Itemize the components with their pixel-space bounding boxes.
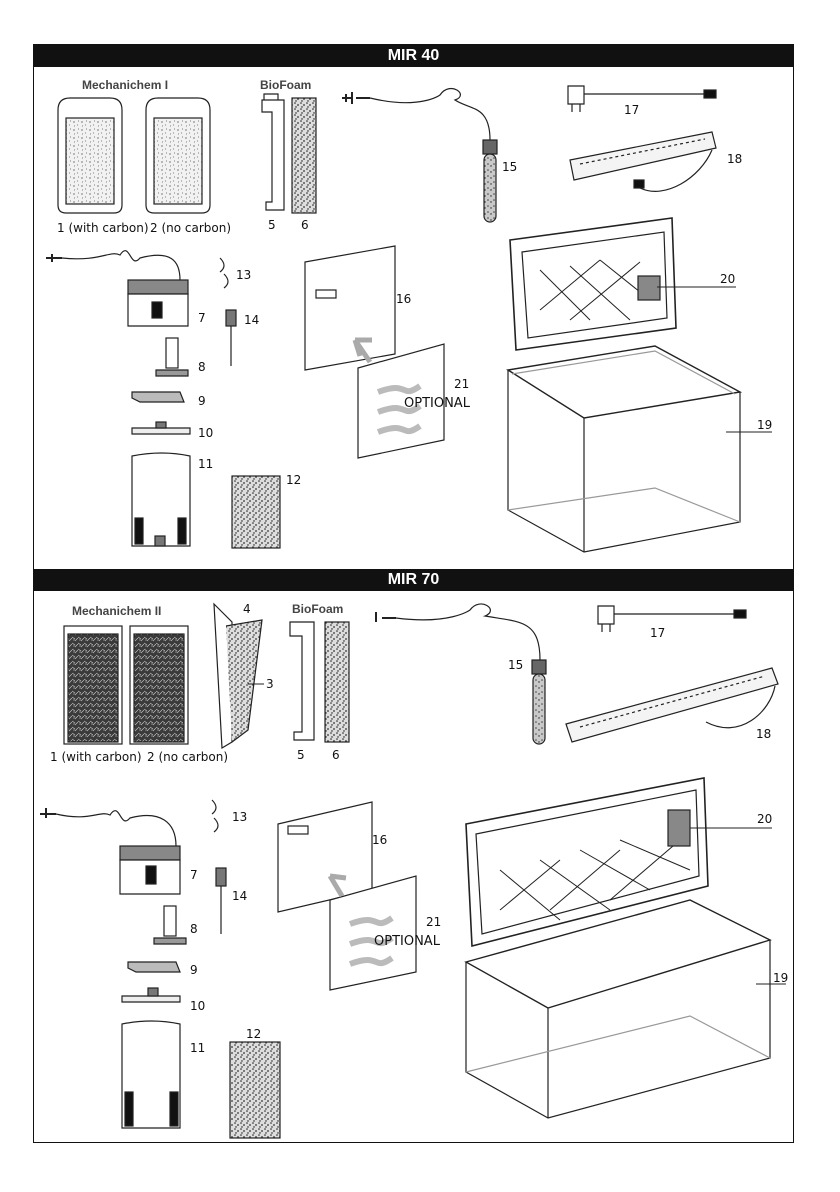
impeller-cover-mir70 [128, 962, 180, 972]
foam-pad [232, 476, 280, 548]
pump [46, 251, 188, 326]
power-adapter [568, 86, 716, 112]
biofoam-sponge-mir70 [325, 622, 349, 742]
callout-15-mir70: 15 [508, 658, 523, 672]
callout-8: 8 [198, 360, 206, 374]
filter-lid-mir70 [122, 988, 180, 1002]
led-lamp-mir70 [566, 668, 778, 742]
aquarium-lid [510, 218, 676, 350]
mechanichem-cartridge-1-mir70 [64, 626, 122, 744]
biofoam-sponge [292, 98, 316, 213]
optional-label: OPTIONAL [404, 396, 470, 411]
callout-8-mir70: 8 [190, 922, 198, 936]
hose-connector [226, 310, 236, 366]
impeller-cover [132, 392, 184, 402]
heater [342, 89, 497, 222]
callout-9-mir70: 9 [190, 963, 198, 977]
callout-13-mir70: 13 [232, 810, 247, 824]
mechanichem-header: Mechanichem I [82, 78, 168, 92]
biofoam-header-mir70: BioFoam [292, 602, 343, 616]
filter-chamber [132, 453, 190, 546]
callout-19: 19 [757, 418, 772, 432]
filter-chamber-mir70 [122, 1021, 180, 1128]
callout-15: 15 [502, 160, 517, 174]
cartridge-1-label-mir70: 1 (with carbon) [50, 750, 142, 764]
callout-9: 9 [198, 394, 206, 408]
callout-17-mir70: 17 [650, 626, 665, 640]
mechanichem-header-mir70: Mechanichem II [72, 604, 161, 618]
heater-mir70 [376, 604, 546, 744]
pump-mir70 [40, 808, 180, 894]
callout-5: 5 [268, 218, 276, 232]
cartridge-2-label: 2 (no carbon) [150, 221, 231, 235]
biofoam-holder-mir70 [290, 622, 314, 740]
callout-19-mir70: 19 [773, 971, 788, 985]
mechanichem-cartridge-1 [58, 98, 122, 213]
callout-11-mir70: 11 [190, 1041, 205, 1055]
led-lamp [570, 132, 716, 191]
mir70-parts [40, 604, 786, 1138]
cartridge-1-label: 1 (with carbon) [57, 221, 149, 235]
mir40-parts [46, 86, 772, 552]
foam-pad-mir70 [230, 1042, 280, 1138]
mechanichem-cartridge-2 [146, 98, 210, 213]
optional-cover-mir70 [330, 876, 416, 990]
callout-6: 6 [301, 218, 309, 232]
impeller-mir70 [154, 906, 186, 944]
callout-17: 17 [624, 103, 639, 117]
callout-21-mir70: 21 [426, 915, 441, 929]
back-cover [305, 246, 395, 370]
power-adapter-mir70 [598, 606, 746, 632]
callout-7: 7 [198, 311, 206, 325]
callout-18-mir70: 18 [756, 727, 771, 741]
suction-cups [220, 258, 228, 288]
callout-14-mir70: 14 [232, 889, 247, 903]
callout-7-mir70: 7 [190, 868, 198, 882]
callout-4-mir70: 4 [243, 602, 251, 616]
callout-14: 14 [244, 313, 259, 327]
mechanichem-cartridge-2-mir70 [130, 626, 188, 744]
callout-10-mir70: 10 [190, 999, 205, 1013]
filter-plate [214, 604, 264, 748]
callout-21: 21 [454, 377, 469, 391]
aquarium-tank [508, 346, 740, 552]
hose-connector-mir70 [216, 868, 226, 934]
callout-16: 16 [396, 292, 411, 306]
suction-cups-mir70 [212, 800, 218, 832]
callout-13: 13 [236, 268, 251, 282]
biofoam-holder [262, 94, 284, 210]
cartridge-2-label-mir70: 2 (no carbon) [147, 750, 228, 764]
callout-12-mir70: 12 [246, 1027, 261, 1041]
optional-label-mir70: OPTIONAL [374, 934, 440, 949]
callout-16-mir70: 16 [372, 833, 387, 847]
callout-5-mir70: 5 [297, 748, 305, 762]
impeller [156, 338, 188, 376]
callout-10: 10 [198, 426, 213, 440]
callout-20-mir70: 20 [757, 812, 772, 826]
callout-3-mir70: 3 [266, 677, 274, 691]
biofoam-header: BioFoam [260, 78, 311, 92]
callout-12: 12 [286, 473, 301, 487]
callout-18: 18 [727, 152, 742, 166]
callout-6-mir70: 6 [332, 748, 340, 762]
callout-11: 11 [198, 457, 213, 471]
filter-lid [132, 422, 190, 434]
callout-20: 20 [720, 272, 735, 286]
